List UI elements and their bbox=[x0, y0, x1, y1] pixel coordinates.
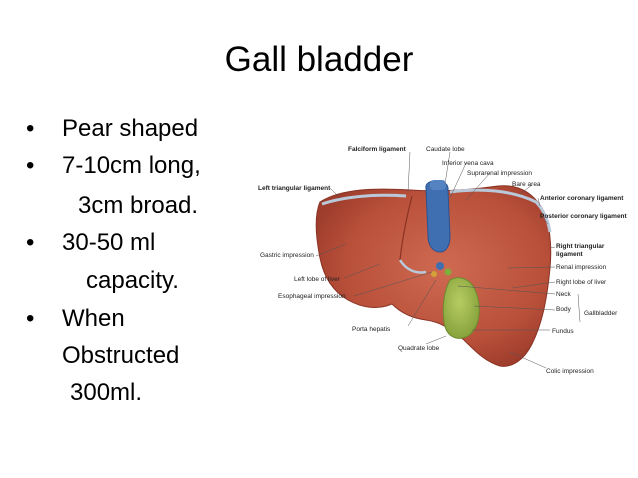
left-triangular-ligament bbox=[321, 193, 407, 206]
bullet-text: capacity. bbox=[86, 267, 179, 294]
label-falciform: Falciform ligament bbox=[348, 146, 407, 153]
bullet-icon: • bbox=[26, 229, 35, 256]
label-anterior-coronary: Anterior coronary ligament bbox=[540, 195, 624, 202]
coronary-ligament bbox=[449, 188, 552, 233]
gallbladder-shape bbox=[442, 277, 480, 339]
portal-vessel-2 bbox=[444, 268, 452, 276]
liver-diagram: Falciform ligament Caudate lobe Inferior… bbox=[258, 146, 628, 375]
bullet-text: When bbox=[62, 305, 125, 332]
portal-vessel bbox=[436, 262, 444, 270]
bullet-text: Obstructed bbox=[62, 342, 180, 369]
label-gastric: Gastric impression bbox=[260, 252, 314, 259]
label-ivc: Inferior vena cava bbox=[442, 160, 494, 167]
bullet-text: 30-50 ml bbox=[62, 229, 156, 256]
portal-vessel-3 bbox=[431, 271, 437, 277]
bullet-text: 7-10cm long, bbox=[62, 152, 201, 179]
bullet-icon: • bbox=[26, 152, 35, 179]
liver-illustration: Falciform ligament Caudate lobe Inferior… bbox=[250, 140, 638, 390]
label-neck: Neck bbox=[556, 291, 572, 298]
bullet-text: Pear shaped bbox=[62, 115, 199, 142]
label-right-triangular: Right triangular bbox=[556, 243, 605, 250]
label-esophageal: Esophageal impression bbox=[278, 293, 346, 300]
bullet-text: 300ml. bbox=[70, 379, 143, 406]
label-renal: Renal impression bbox=[556, 264, 607, 271]
bullet-icon: • bbox=[26, 115, 35, 142]
label-right-lobe: Right lobe of liver bbox=[556, 279, 607, 286]
label-body: Body bbox=[556, 306, 572, 313]
label-quadrate: Quadrate lobe bbox=[398, 345, 440, 352]
label-bare-area: Bare area bbox=[512, 181, 541, 188]
label-fundus: Fundus bbox=[552, 328, 574, 335]
ligament-branch bbox=[398, 259, 427, 274]
ivc-top bbox=[430, 180, 446, 190]
label-porta: Porta hepatis bbox=[352, 326, 391, 333]
bullet-icon: • bbox=[26, 305, 35, 332]
label-suprarenal: Suprarenal impression bbox=[467, 170, 532, 177]
label-gallbladder: Gallbladder bbox=[584, 310, 618, 317]
label-posterior-coronary: Posterior coronary ligament bbox=[540, 213, 628, 220]
label-right-triangular-2: ligament bbox=[556, 251, 584, 258]
leader-lines bbox=[315, 151, 581, 369]
slide-title: Gall bladder bbox=[224, 40, 414, 79]
ivc-shape bbox=[425, 180, 451, 253]
label-caudate: Caudate lobe bbox=[426, 146, 465, 153]
label-left-triangular: Left triangular ligament bbox=[258, 185, 331, 192]
label-left-lobe: Left lobe of liver bbox=[294, 276, 341, 283]
bullet-text: 3cm broad. bbox=[78, 192, 199, 219]
falciform-line bbox=[399, 195, 413, 261]
label-colic: Colic impression bbox=[546, 368, 594, 375]
